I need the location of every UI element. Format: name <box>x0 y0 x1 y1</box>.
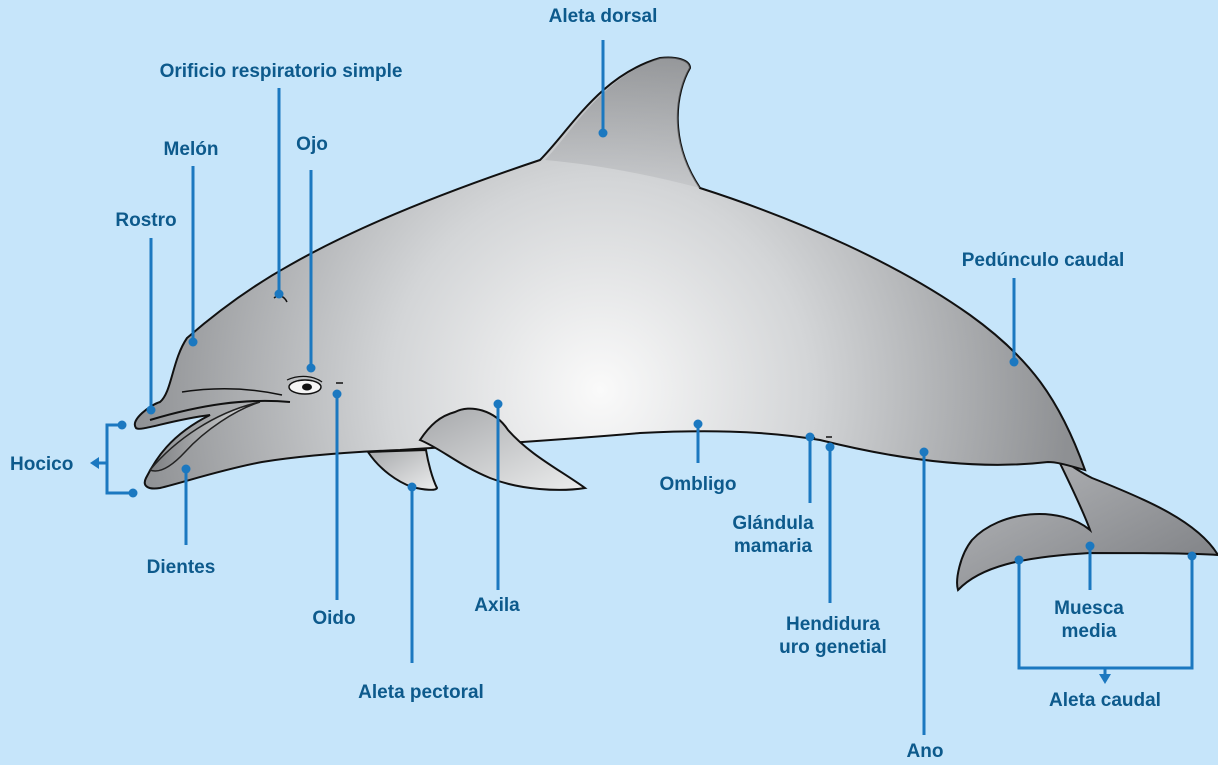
label-axila: Axila <box>474 594 519 617</box>
label-muesca-line2: media <box>1054 620 1124 643</box>
label-ano: Ano <box>907 740 944 763</box>
dot-oido <box>333 390 342 399</box>
dot-caudal-right <box>1188 552 1197 561</box>
dot-orificio <box>275 290 284 299</box>
label-glandula-mamaria: Glándula mamaria <box>732 512 813 558</box>
aleta-caudal-bracket-arrow <box>1099 674 1111 684</box>
label-pedunculo-caudal: Pedúnculo caudal <box>962 249 1125 272</box>
label-dientes: Dientes <box>147 556 216 579</box>
pectoral-flipper <box>368 450 437 490</box>
dot-aleta-dorsal <box>599 129 608 138</box>
label-hendidura-line1: Hendidura <box>779 613 887 636</box>
dot-glandula <box>806 433 815 442</box>
label-ojo: Ojo <box>296 133 328 156</box>
dot-rostro <box>147 406 156 415</box>
label-oido: Oido <box>312 607 355 630</box>
label-muesca-media: Muesca media <box>1054 597 1124 643</box>
dot-caudal-left <box>1015 556 1024 565</box>
dot-aleta-pectoral <box>408 483 417 492</box>
hocico-bracket <box>107 425 133 493</box>
label-glandula-line1: Glándula <box>732 512 813 535</box>
label-hendidura-line2: uro genetial <box>779 636 887 659</box>
label-ombligo: Ombligo <box>659 473 736 496</box>
label-hocico: Hocico <box>10 453 73 476</box>
dot-pedunculo <box>1010 358 1019 367</box>
label-aleta-caudal: Aleta caudal <box>1049 689 1161 712</box>
dot-ojo <box>307 364 316 373</box>
dot-axila <box>494 400 503 409</box>
dot-melon <box>189 338 198 347</box>
dot-ano <box>920 448 929 457</box>
label-muesca-line1: Muesca <box>1054 597 1124 620</box>
dot-dientes <box>182 465 191 474</box>
dot-muesca <box>1086 542 1095 551</box>
label-aleta-dorsal: Aleta dorsal <box>549 5 658 28</box>
dot-hocico-top <box>118 421 127 430</box>
label-orificio-respiratorio: Orificio respiratorio simple <box>160 60 403 83</box>
label-aleta-pectoral: Aleta pectoral <box>358 681 484 704</box>
dot-hendidura <box>826 443 835 452</box>
tail-fluke <box>957 455 1218 590</box>
dot-ombligo <box>694 420 703 429</box>
label-glandula-line2: mamaria <box>732 535 813 558</box>
hocico-bracket-arrow <box>90 457 99 469</box>
label-hendidura-uro-genetial: Hendidura uro genetial <box>779 613 887 659</box>
dot-hocico-bottom <box>129 489 138 498</box>
eye-pupil <box>302 384 312 391</box>
label-rostro: Rostro <box>115 209 176 232</box>
label-melon: Melón <box>164 138 219 161</box>
